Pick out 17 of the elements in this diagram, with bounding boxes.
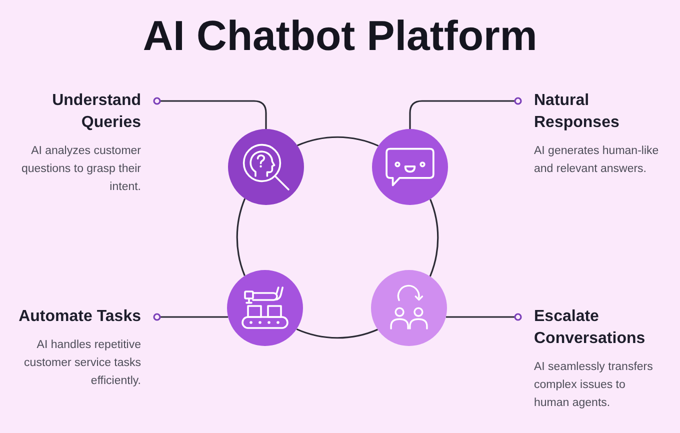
section-heading: Understand Queries bbox=[51, 91, 141, 133]
ring-arc bbox=[429, 199, 439, 277]
leader-line bbox=[153, 313, 228, 321]
leader-line bbox=[446, 313, 522, 321]
description-text: AI seamlessly transfers complex issues to human agents. bbox=[534, 360, 654, 411]
ring-arc bbox=[296, 328, 378, 339]
page-title: AI Chatbot Platform bbox=[142, 11, 538, 61]
ring-arc bbox=[297, 136, 379, 147]
description-text: AI generates human-like and relevant answers. bbox=[534, 144, 660, 177]
leader-line bbox=[409, 97, 522, 129]
section-heading: Natural Responses bbox=[534, 91, 620, 133]
section-heading: Escalate Conversations bbox=[534, 307, 646, 349]
description-text: AI handles repetitive customer service tasks efficiently. bbox=[23, 338, 141, 389]
leader-line bbox=[153, 97, 267, 129]
description-text: AI analyzes customer questions to grasp their intent. bbox=[20, 144, 141, 195]
section-heading: Automate Tasks bbox=[18, 307, 141, 327]
ring-arc bbox=[236, 198, 246, 276]
